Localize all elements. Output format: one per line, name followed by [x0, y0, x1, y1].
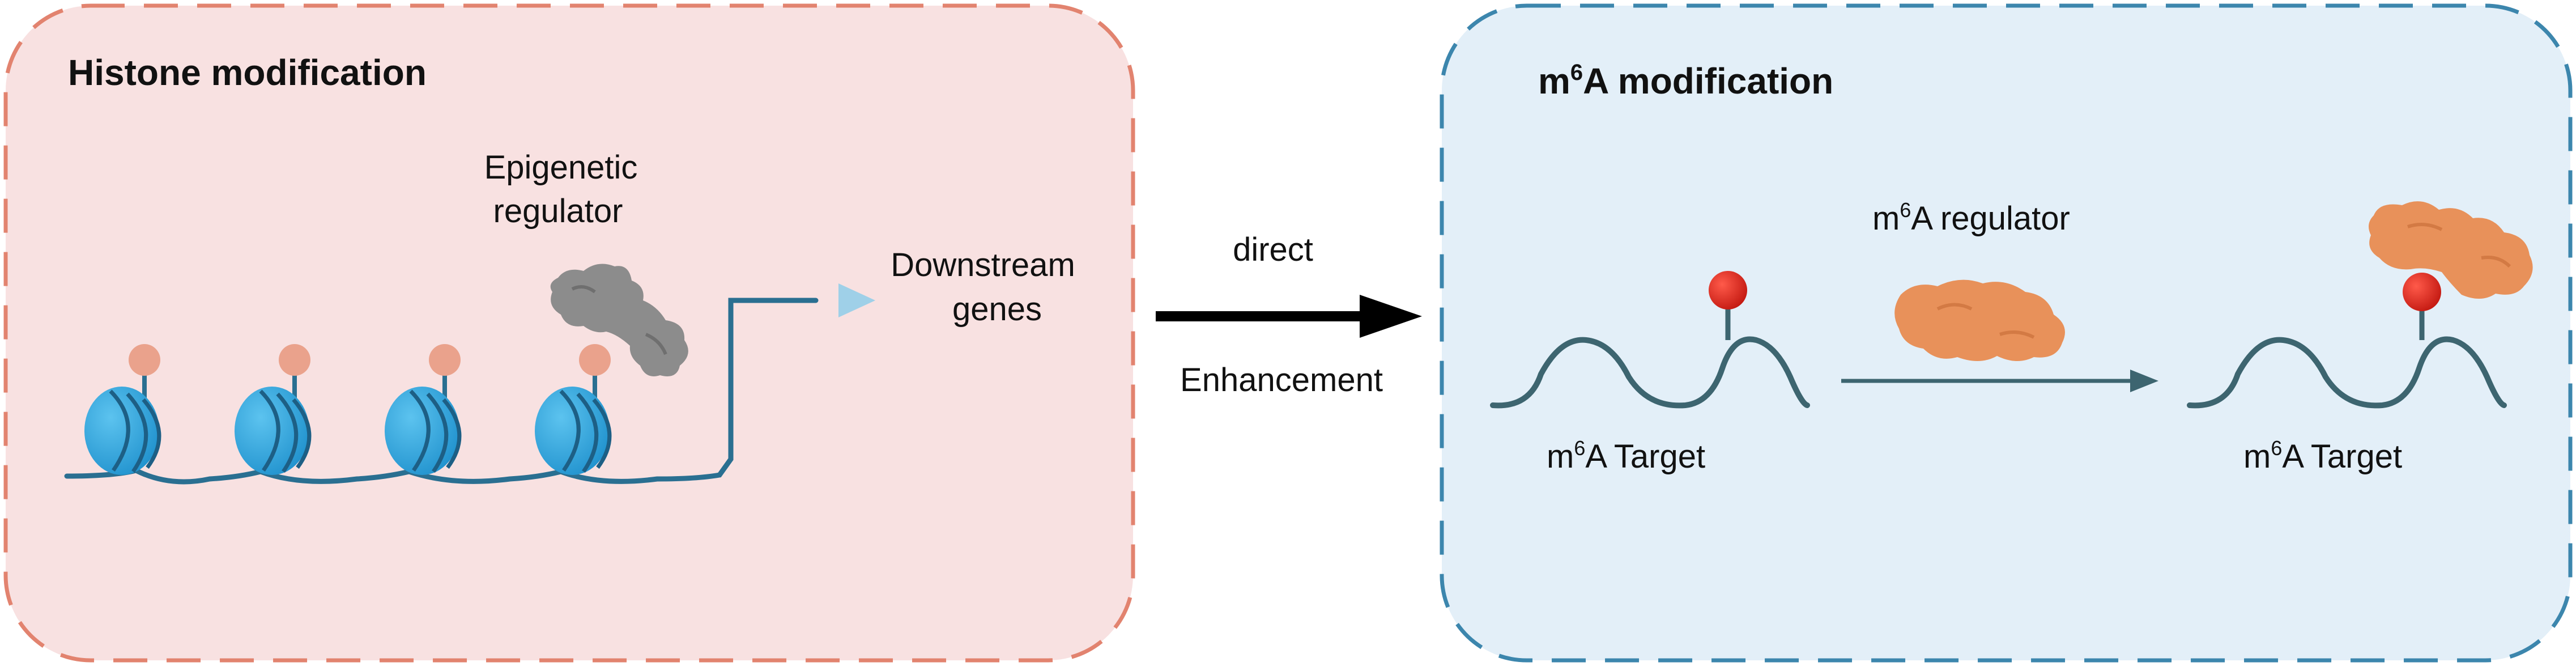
enhancement-label: Enhancement [1180, 362, 1383, 398]
epigenetic-regulator-label-2: regulator [493, 193, 623, 230]
histone-mark-1 [129, 344, 160, 376]
m6a-target-label-left: m6A Target [1547, 436, 1705, 475]
histone-mark-4 [579, 344, 611, 376]
regulation-arrow-head [2130, 370, 2158, 392]
epigenetic-regulator-label-1: Epigenetic [484, 149, 638, 186]
m6a-panel: m6A modification m6A Target m6A regulato… [1440, 3, 2573, 663]
rna-strand-right [2187, 336, 2507, 409]
nucleosome-2 [235, 344, 312, 475]
dna-strand [64, 298, 819, 485]
downstream-genes-label-2: genes [952, 291, 1042, 328]
nucleosome-3 [385, 344, 462, 475]
m6a-regulator-label: m6A regulator [1872, 198, 2070, 237]
m6a-regulator-shape [1894, 279, 2065, 362]
nucleosome-4 [535, 344, 612, 475]
transcription-arrowhead [838, 283, 875, 317]
histone-panel-title: Histone modification [68, 52, 427, 93]
m6a-mark-right [2403, 273, 2441, 311]
rna-strand-left [1490, 336, 1810, 409]
histone-panel: Histone modification [3, 3, 1135, 663]
main-arrow-head [1360, 295, 1422, 338]
direct-label: direct [1233, 231, 1313, 268]
downstream-genes-label-1: Downstream [891, 247, 1075, 283]
epigenetic-regulator-shape [550, 264, 688, 376]
m6a-panel-title: m6A modification [1538, 60, 1833, 101]
nucleosome-1 [84, 344, 161, 475]
m6a-mark-left [1709, 271, 1747, 309]
histone-panel-background [3, 3, 1135, 663]
histone-mark-3 [429, 344, 461, 376]
direct-enhancement-connector: direct Enhancement [1156, 231, 1422, 398]
histone-mark-2 [279, 344, 310, 376]
m6a-target-label-right: m6A Target [2243, 436, 2402, 475]
